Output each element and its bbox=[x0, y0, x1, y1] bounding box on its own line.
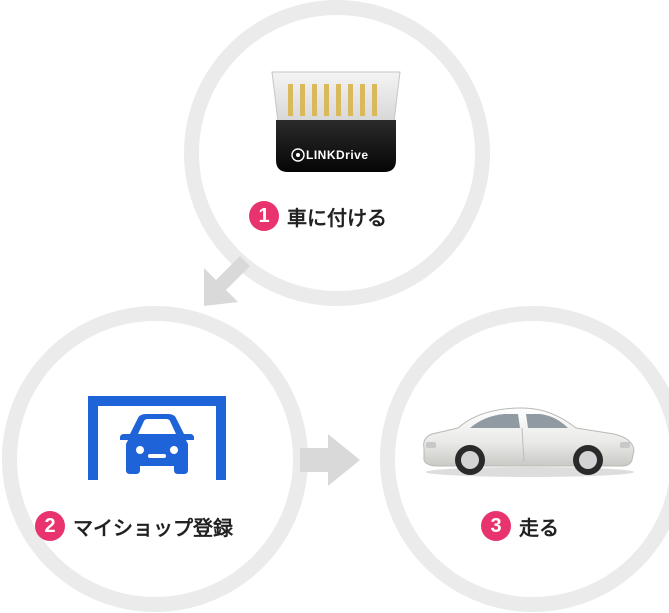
step-3-label: 3 走る bbox=[481, 511, 559, 541]
step-3-text: 走る bbox=[519, 515, 559, 540]
arrow-down-left-icon bbox=[204, 256, 250, 306]
step-1-text: 車に付ける bbox=[287, 205, 387, 230]
step-2-label: 2 マイショップ登録 bbox=[35, 511, 233, 541]
sedan-car-icon bbox=[423, 407, 635, 477]
garage-car-icon bbox=[88, 396, 226, 480]
step-3-number: 3 bbox=[481, 511, 511, 541]
obd-device-icon bbox=[271, 71, 401, 172]
step-1-label: 1 車に付ける bbox=[249, 201, 387, 231]
step-2-number: 2 bbox=[35, 511, 65, 541]
step-1-number: 1 bbox=[249, 201, 279, 231]
step-2-text: マイショップ登録 bbox=[73, 515, 233, 540]
arrow-right-icon bbox=[300, 434, 360, 486]
device-brand-label: LINKDrive bbox=[306, 148, 369, 162]
